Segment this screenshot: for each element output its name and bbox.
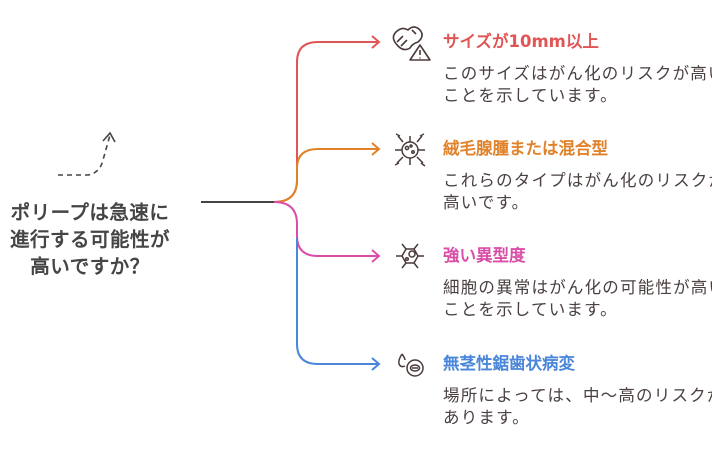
question-line-1: ポリープは急速に	[10, 201, 170, 224]
branch-line-2	[273, 148, 378, 203]
branch-item-dysplasia: 強い異型度 細胞の異常はがん化の可能性が高いことを示しています。	[443, 245, 712, 321]
item-title: 絨毛腺腫または混合型	[443, 139, 608, 158]
item-title: 強い異型度	[443, 246, 526, 265]
branch-arrow-1	[371, 35, 381, 49]
item-description: 場所によっては、中〜高のリスクがあります。	[443, 386, 712, 427]
branch-arrow-2	[371, 142, 381, 156]
item-title: サイズが10mm以上	[443, 32, 599, 51]
branch-item-size: サイズが10mm以上 このサイズはがん化のリスクが高いことを示しています。	[443, 31, 712, 107]
virus-cell-icon	[394, 133, 426, 167]
peanut-warning-icon	[392, 26, 431, 61]
item-title: 無茎性鋸歯状病変	[443, 354, 575, 373]
item-description: これらのタイプはがん化のリスクが高いです。	[443, 171, 712, 212]
branch-item-serrated: 無茎性鋸歯状病変 場所によっては、中〜高のリスクがあります。	[443, 353, 712, 429]
branch-line-4	[296, 238, 378, 365]
item-description: 細胞の異常はがん化の可能性が高いことを示しています。	[443, 278, 712, 319]
dashed-arrow-head	[102, 131, 116, 143]
branch-arrow-3	[371, 249, 381, 263]
branch-line-3	[273, 201, 378, 257]
hexagon-cell-icon	[396, 243, 424, 269]
root-question: ポリープは急速に 進行する可能性が 高いですか？	[0, 199, 204, 280]
branch-line-1	[273, 41, 378, 203]
branch-arrow-4	[371, 357, 381, 371]
question-line-3: 高いですか？	[30, 255, 150, 278]
item-description: このサイズはがん化のリスクが高いことを示しています。	[443, 64, 712, 105]
drop-lesion-icon	[398, 353, 424, 377]
dashed-arrow-icon	[58, 134, 111, 176]
question-line-2: 進行する可能性が	[9, 228, 170, 251]
branch-item-villous: 絨毛腺腫または混合型 これらのタイプはがん化のリスクが高いです。	[443, 138, 712, 214]
